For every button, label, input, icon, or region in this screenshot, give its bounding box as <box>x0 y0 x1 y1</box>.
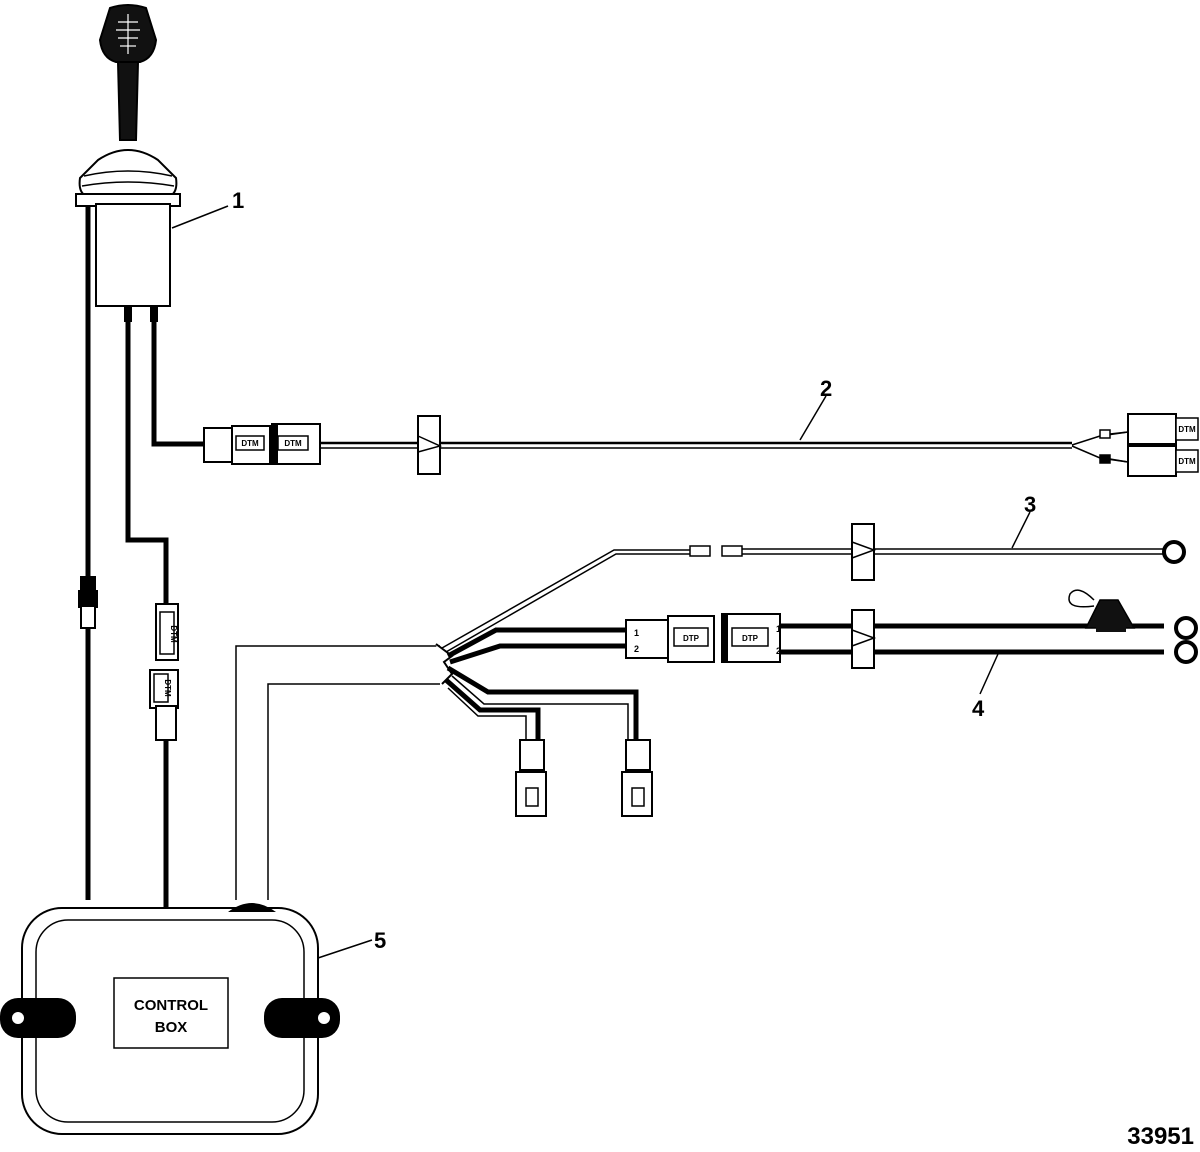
harness-4-dtp-connector: 1 2 DTP DTP 1 2 <box>625 613 781 663</box>
svg-text:DTM: DTM <box>169 625 178 643</box>
callout-1-number: 1 <box>232 188 244 213</box>
harness-4-break-symbol <box>851 609 877 669</box>
svg-text:DTP: DTP <box>683 634 700 643</box>
harness-4-ring-terminals <box>1174 616 1198 664</box>
fuse-holder <box>1068 589 1136 632</box>
pigtail-connector-right <box>621 739 653 817</box>
joystick-to-box-wires <box>78 206 169 908</box>
pigtail-wires <box>444 665 639 740</box>
svg-text:DTM: DTM <box>284 439 302 448</box>
joystick-body <box>95 203 171 307</box>
control-box-cable <box>235 645 440 900</box>
svg-text:DTM: DTM <box>163 679 172 697</box>
svg-text:2: 2 <box>776 646 781 656</box>
svg-text:2: 2 <box>634 644 639 654</box>
joystick-shaft <box>116 61 140 141</box>
svg-text:1: 1 <box>634 628 639 638</box>
control-box: CONTROL BOX <box>0 903 340 1135</box>
joystick-boot <box>78 149 178 197</box>
callout-5-number: 5 <box>374 928 386 953</box>
pigtail-connector-left <box>515 739 547 817</box>
joystick-assembly <box>75 4 181 322</box>
harness-2-dtm-connector: DTM DTM <box>203 423 321 465</box>
svg-text:1: 1 <box>776 624 781 634</box>
callout-3-number: 3 <box>1024 492 1036 517</box>
svg-text:DTM: DTM <box>1178 457 1196 466</box>
control-box-label-plate <box>113 977 229 1049</box>
callout-4-number: 4 <box>972 696 985 721</box>
callout-5-leader <box>317 939 373 959</box>
mount-bracket-left <box>0 998 76 1038</box>
mount-bracket-right <box>264 998 340 1038</box>
svg-text:DTP: DTP <box>742 634 759 643</box>
control-box-label-line2: BOX <box>155 1019 188 1036</box>
callout-4-leader <box>979 653 999 695</box>
figure-number: 33951 <box>1127 1123 1194 1150</box>
harness-2-break-symbol <box>417 415 443 475</box>
svg-text:DTM: DTM <box>1178 425 1196 434</box>
joystick-knob-markings <box>116 14 140 54</box>
harness-2-end-connectors: DTM DTM <box>1099 413 1199 477</box>
harness-3-ring-terminal <box>1162 540 1186 564</box>
harness-3-break-symbol <box>851 523 877 581</box>
svg-text:DTM: DTM <box>241 439 259 448</box>
harness-4-wires-left <box>446 627 628 665</box>
dtm-connector-vertical: DTM DTM <box>149 603 179 741</box>
callout-3-leader <box>1011 511 1031 549</box>
callout-2-number: 2 <box>820 376 832 401</box>
control-box-label-line1: CONTROL <box>134 997 208 1014</box>
harness-3-wire <box>441 545 1164 653</box>
callout-1-leader <box>171 205 229 229</box>
callout-2-leader <box>799 395 827 441</box>
